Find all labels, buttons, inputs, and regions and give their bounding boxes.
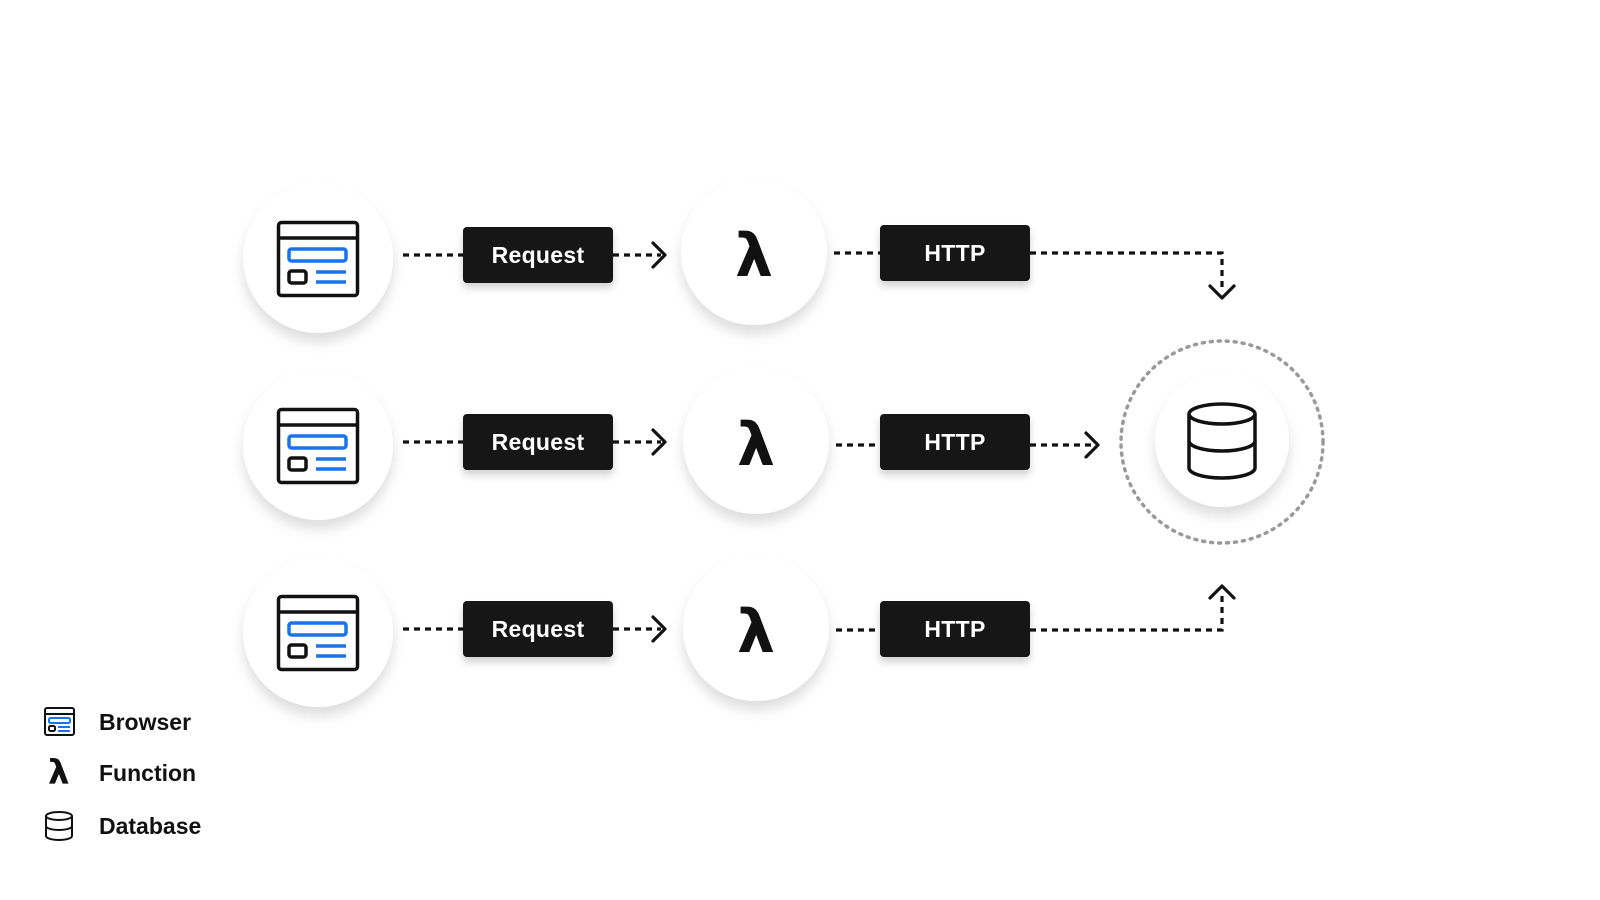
request-label-1: Request: [463, 227, 613, 283]
flow-row-2: Request λ HTTP: [243, 368, 1100, 520]
legend-label-function: Function: [99, 760, 197, 786]
database-dashed-ring: [1119, 339, 1325, 545]
function-node-3: [683, 555, 829, 701]
legend-item-database: Database: [42, 806, 302, 846]
browser-icon: [276, 220, 360, 298]
browser-icon: [276, 407, 360, 485]
request-label-text: Request: [492, 616, 585, 642]
lambda-icon: λ: [737, 597, 775, 667]
browser-icon: [44, 707, 75, 736]
http-label-text: HTTP: [924, 616, 985, 642]
function-node-1: [681, 179, 827, 325]
arrow-right-icon: [651, 615, 667, 643]
database-circle: [1155, 373, 1289, 507]
request-label-3: Request: [463, 601, 613, 657]
request-label-2: Request: [463, 414, 613, 470]
arrow-up-icon: [1208, 584, 1236, 600]
browser-node-3: [243, 557, 393, 707]
flow-row-1: Request λ HTTP: [243, 179, 1236, 333]
arrow-down-icon: [1208, 284, 1236, 300]
http-label-3: HTTP: [880, 601, 1030, 657]
connector-line: [1030, 251, 1224, 291]
http-label-2: HTTP: [880, 414, 1030, 470]
database-node: [1119, 339, 1325, 545]
flow-row-3: Request λ HTTP: [243, 555, 1236, 707]
browser-node-1: [243, 183, 393, 333]
database-icon: [45, 811, 73, 841]
browser-node-2: [243, 370, 393, 520]
arrow-right-icon: [1084, 431, 1100, 459]
arrow-right-icon: [651, 241, 667, 269]
request-label-text: Request: [492, 429, 585, 455]
browser-icon: [276, 594, 360, 672]
http-label-text: HTTP: [924, 240, 985, 266]
legend-item-function: λ Function: [42, 753, 302, 793]
arrow-right-icon: [651, 428, 667, 456]
function-node-2: [683, 368, 829, 514]
request-label-text: Request: [492, 242, 585, 268]
legend-label-browser: Browser: [99, 709, 192, 735]
legend-item-browser: Browser: [42, 702, 302, 742]
lambda-icon: λ: [735, 221, 773, 291]
connector-line: [1030, 593, 1224, 632]
lambda-icon: λ: [737, 410, 775, 480]
http-label-1: HTTP: [880, 225, 1030, 281]
database-icon: [1187, 402, 1257, 480]
http-label-text: HTTP: [924, 429, 985, 455]
lambda-icon: λ: [48, 753, 70, 793]
legend-label-database: Database: [99, 813, 202, 839]
